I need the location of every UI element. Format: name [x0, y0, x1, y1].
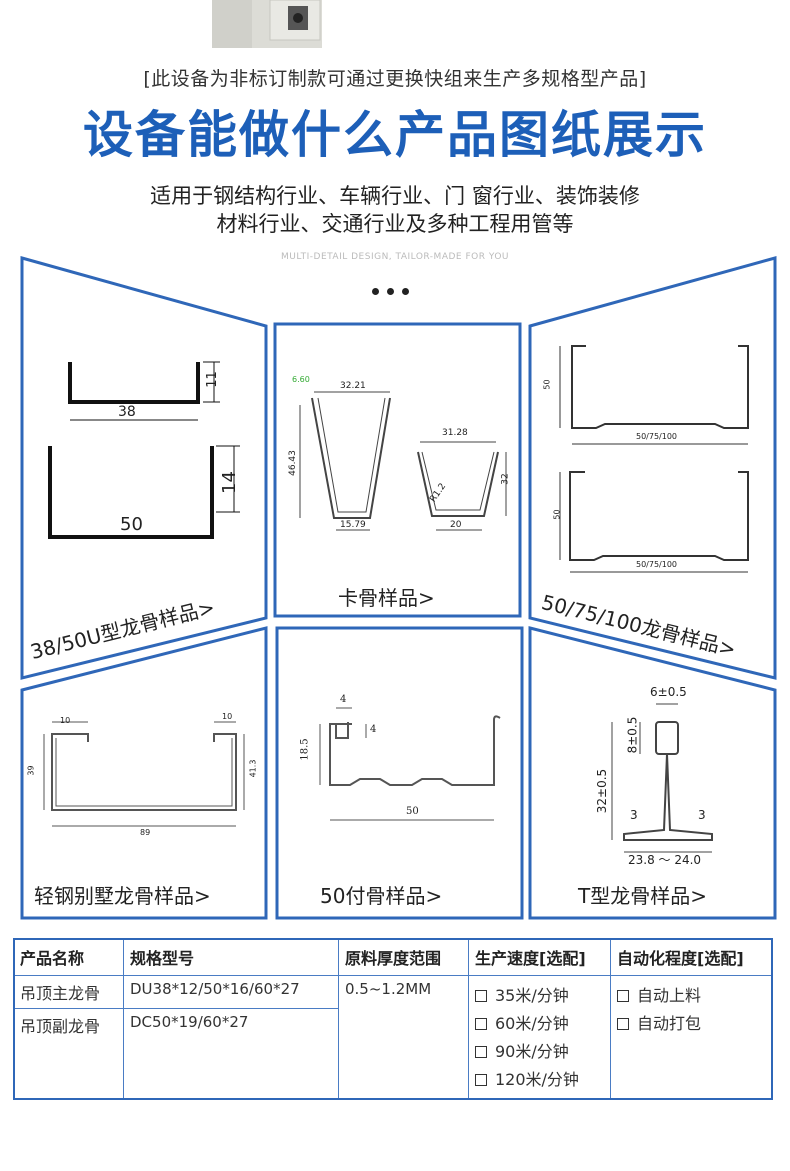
panel-5-frame: [275, 626, 524, 920]
checkbox-icon[interactable]: [475, 1046, 487, 1058]
checkbox-icon[interactable]: [617, 990, 629, 1002]
automation-option[interactable]: 自动上料: [617, 982, 766, 1010]
panel-1-drawing: [48, 361, 240, 539]
speed-option[interactable]: 60米/分钟: [475, 1010, 604, 1038]
p4-dim-413: 41.3: [248, 759, 258, 778]
panel-5-caption[interactable]: 50付骨样品>: [320, 884, 443, 908]
col-header-name: 产品名称: [13, 938, 124, 976]
p2-dim-660: 6.60: [292, 375, 310, 384]
p1-dim-11: 11: [204, 371, 220, 388]
spec-table: 产品名称 规格型号 原料厚度范围 生产速度[选配] 自动化程度[选配] 吊顶主龙…: [13, 938, 773, 1099]
p3-dim-50a: 50: [542, 379, 552, 390]
panel-3-drawing: [559, 345, 749, 573]
p2-dim-r12: R1.2: [428, 481, 449, 505]
automation-option[interactable]: 自动打包: [617, 1010, 766, 1038]
panel-4-drawing: [43, 721, 245, 827]
panel-3-frame: [528, 256, 777, 680]
p2-dim-4643: 46.43: [287, 450, 298, 476]
speed-cell: 35米/分钟 60米/分钟 90米/分钟 120米/分钟: [468, 975, 611, 1099]
panel-4-caption[interactable]: 轻钢别墅龙骨样品>: [34, 884, 211, 908]
subline-2: 材料行业、交通行业及多种工程用管等: [216, 212, 574, 236]
panel-5-drawing: [319, 707, 501, 821]
tagline: MULTI-DETAIL DESIGN, TAILOR-MADE FOR YOU: [280, 252, 509, 262]
p2-dim-3221: 32.21: [340, 381, 366, 391]
speed-option[interactable]: 120米/分钟: [475, 1066, 604, 1094]
machine-photo-fragment: [212, 0, 322, 48]
table-row: 吊顶主龙骨 DU38*12/50*16/60*27 0.5~1.2MM 35米/…: [13, 975, 773, 1099]
col-header-thickness: 原料厚度范围: [338, 938, 469, 976]
panel-3-caption[interactable]: 50/75/100龙骨样品>: [539, 589, 739, 662]
notice-text: [此设备为非标订制款可通过更换快组来生产多规格型产品]: [143, 68, 647, 90]
panel-4-frame: [20, 626, 268, 920]
p4-dim-10a: 10: [60, 716, 71, 725]
p3-dim-50b: 50: [552, 509, 562, 520]
p1-dim-50: 50: [120, 514, 143, 535]
p5-dim-4b: 4: [370, 724, 377, 735]
p2-dim-1579: 15.79: [340, 520, 366, 530]
table-header-row: 产品名称 规格型号 原料厚度范围 生产速度[选配] 自动化程度[选配]: [13, 938, 773, 976]
p1-dim-14: 14: [218, 471, 240, 494]
p5-dim-50: 50: [406, 806, 419, 817]
row-1-name: 吊顶主龙骨: [13, 975, 124, 1009]
panel-6-drawing: [611, 703, 713, 853]
checkbox-icon[interactable]: [617, 1018, 629, 1030]
panel-2-caption[interactable]: 卡骨样品>: [338, 586, 435, 610]
thickness-cell: 0.5~1.2MM: [338, 975, 469, 1099]
p6-dim-238: 23.8 ～ 24.0: [628, 853, 702, 867]
page-headline: 设备能做什么产品图纸展示: [83, 106, 707, 164]
p2-dim-20: 20: [450, 520, 462, 530]
checkbox-icon[interactable]: [475, 990, 487, 1002]
p5-dim-4a: 4: [340, 694, 347, 705]
p6-dim-8: 8±0.5: [625, 716, 640, 754]
speed-option[interactable]: 35米/分钟: [475, 982, 604, 1010]
panel-6-frame: [528, 626, 777, 920]
p4-dim-89: 89: [140, 828, 151, 837]
row-2-name: 吊顶副龙骨: [13, 1008, 124, 1099]
subline-1: 适用于钢结构行业、车辆行业、门 窗行业、装饰装修: [150, 184, 640, 208]
p4-dim-39: 39: [26, 765, 36, 776]
row-1-spec: DU38*12/50*16/60*27: [123, 975, 339, 1009]
dots-divider: [372, 280, 417, 299]
p3-dim-width-b: 50/75/100: [636, 560, 678, 569]
col-header-speed: 生产速度[选配]: [468, 938, 611, 976]
checkbox-icon[interactable]: [475, 1074, 487, 1086]
p6-dim-3b: 3: [698, 808, 706, 822]
p4-dim-10b: 10: [222, 712, 233, 721]
p1-dim-38: 38: [118, 404, 136, 420]
speed-option[interactable]: 90米/分钟: [475, 1038, 604, 1066]
table-row: 吊顶副龙骨 DC50*19/60*27: [13, 1008, 773, 1099]
col-header-spec: 规格型号: [123, 938, 339, 976]
panel-2-frame: [273, 322, 522, 618]
p2-dim-32: 32: [500, 473, 511, 485]
p3-dim-width-a: 50/75/100: [636, 432, 678, 441]
automation-cell: 自动上料 自动打包: [610, 975, 773, 1099]
panel-1-frame: [20, 256, 268, 680]
p6-dim-32: 32±0.5: [595, 768, 610, 814]
checkbox-icon[interactable]: [475, 1018, 487, 1030]
panel-6-caption[interactable]: T型龙骨样品>: [578, 884, 707, 908]
panel-2-drawing: [299, 391, 507, 531]
row-2-spec: DC50*19/60*27: [123, 1008, 339, 1099]
col-header-automation: 自动化程度[选配]: [610, 938, 773, 976]
p6-dim-3a: 3: [630, 808, 638, 822]
p5-dim-185: 18.5: [299, 738, 311, 761]
panel-1-caption[interactable]: 38/50U型龙骨样品>: [27, 595, 218, 665]
p2-dim-3128: 31.28: [442, 428, 468, 438]
p6-dim-6: 6±0.5: [650, 685, 687, 699]
